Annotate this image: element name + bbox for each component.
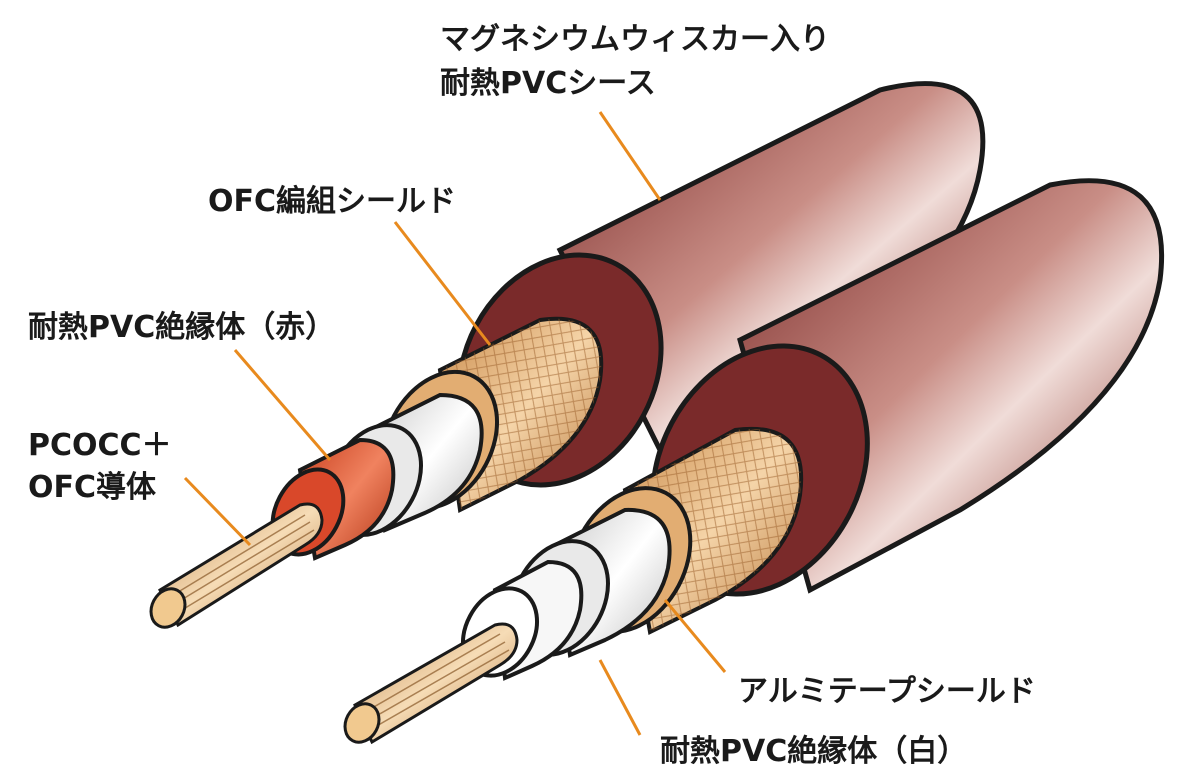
label-insulator-white: 耐熱PVC絶縁体（白） [660, 730, 967, 774]
leader-conductor [185, 478, 250, 545]
label-ofc-braid-shield: OFC編組シールド [208, 180, 456, 224]
leader-sheath [600, 112, 660, 200]
leader-white-insulator [600, 660, 640, 735]
leader-braid [395, 222, 490, 345]
label-conductor-line1: PCOCC＋ [28, 424, 172, 468]
label-insulator-red: 耐熱PVC絶縁体（赤） [28, 306, 335, 350]
label-conductor-line2: OFC導体 [28, 466, 156, 510]
leader-red-insulator [235, 350, 330, 460]
label-sheath-line2: 耐熱PVCシース [440, 62, 656, 106]
label-aluminum-tape-shield: アルミテープシールド [738, 670, 1036, 714]
label-sheath-line1: マグネシウムウィスカー入り [440, 18, 830, 62]
